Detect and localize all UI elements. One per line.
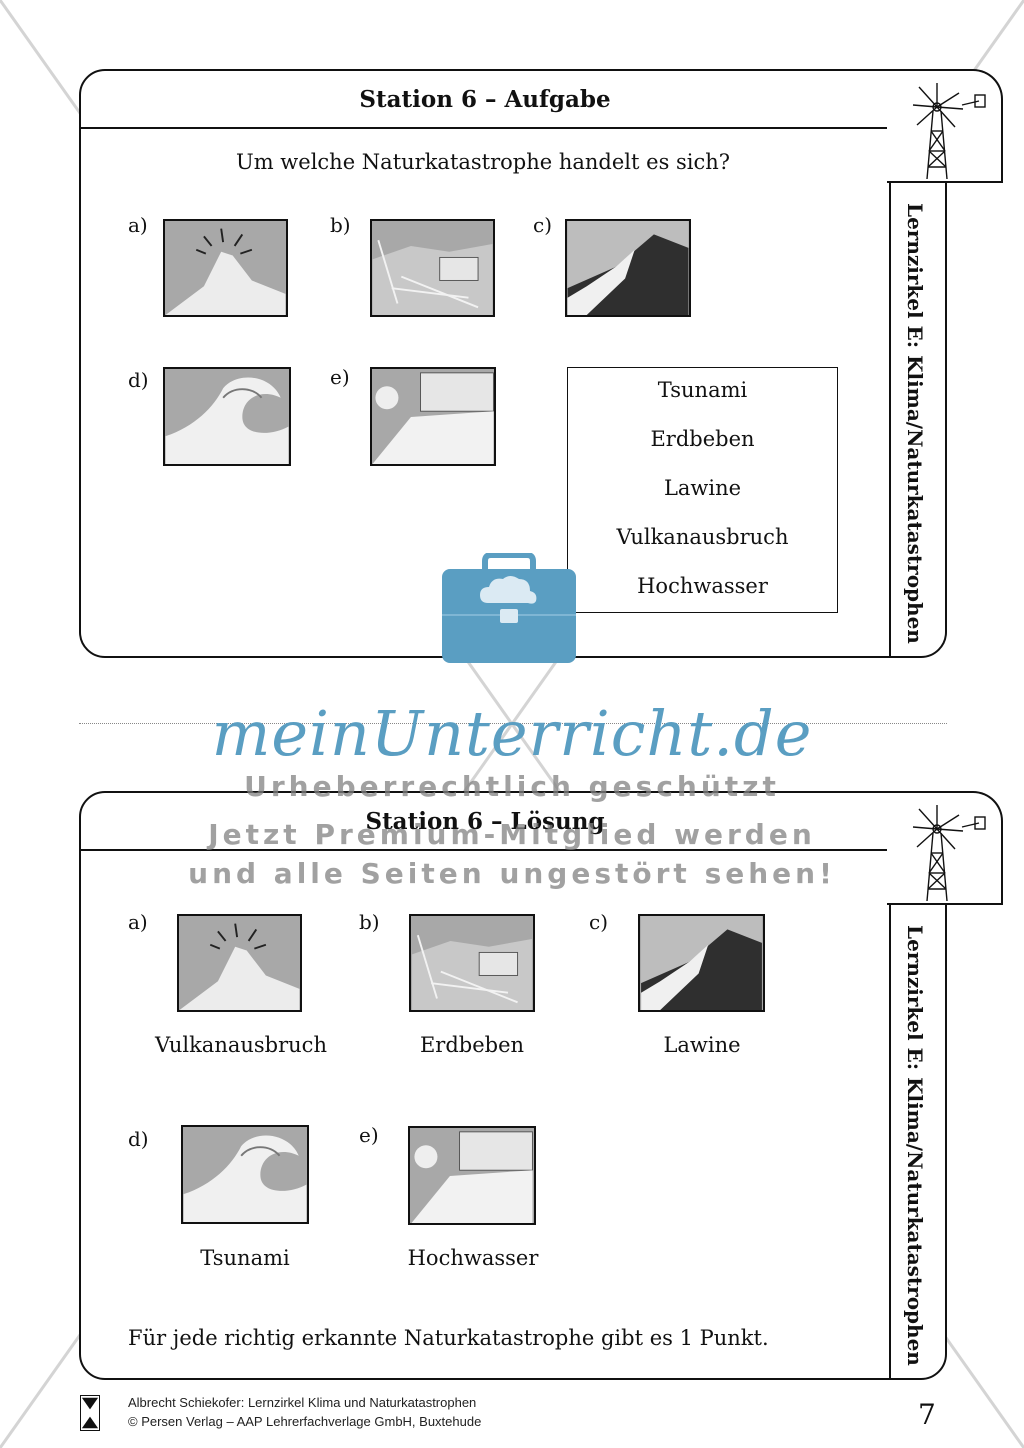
wave-image	[181, 1125, 309, 1224]
volcano-image	[177, 914, 302, 1012]
watermark-line-2: Jetzt Premium-Mitglied werden	[208, 818, 816, 851]
answer-c: Lawine	[663, 1033, 741, 1057]
footer-line-2: © Persen Verlag – AAP Lehrerfachverlage …	[128, 1414, 482, 1429]
word-erdbeben: Erdbeben	[650, 427, 755, 451]
windmill-tab	[887, 69, 1003, 183]
watermark-line-1: Urheberrechtlich geschützt	[244, 770, 780, 803]
item-label-a: a)	[128, 213, 148, 237]
side-divider	[889, 793, 891, 1378]
scoring-note: Für jede richtig erkannte Naturkatastrop…	[128, 1326, 769, 1350]
question-text: Um welche Naturkatastrophe handelt es si…	[236, 150, 731, 174]
windmill-icon	[912, 83, 986, 180]
solution-side-label: Lernzirkel E: Klima/Naturkatastrophen	[903, 925, 927, 1366]
word-vulkanausbruch: Vulkanausbruch	[616, 525, 789, 549]
windmill-tab	[887, 791, 1003, 905]
footer-line-1: Albrecht Schiekofer: Lernzirkel Klima un…	[128, 1395, 477, 1410]
solution-label-d: d)	[128, 1127, 149, 1151]
briefcase-icon	[442, 553, 576, 663]
side-divider	[889, 71, 891, 656]
item-label-e: e)	[330, 365, 350, 389]
task-side-label: Lernzirkel E: Klima/Naturkatastrophen	[903, 203, 927, 644]
avalanche-image	[565, 219, 691, 317]
wave-image	[163, 367, 291, 466]
word-lawine: Lawine	[663, 476, 742, 500]
cut-line	[79, 723, 947, 724]
volcano-image	[163, 219, 288, 317]
solution-label-a: a)	[128, 910, 148, 934]
item-label-b: b)	[330, 213, 351, 237]
word-tsunami: Tsunami	[657, 378, 748, 402]
earthquake-image	[370, 219, 495, 317]
solution-card-title: Station 6 – Lösung	[81, 793, 889, 851]
windmill-icon	[912, 805, 986, 902]
word-box: Tsunami Erdbeben Lawine Vulkanausbruch H…	[567, 367, 838, 613]
persen-logo	[80, 1395, 100, 1431]
item-label-d: d)	[128, 368, 149, 392]
page-number: 7	[918, 1398, 936, 1431]
brand-watermark: meinUnterricht.de	[211, 697, 813, 770]
task-card-title: Station 6 – Aufgabe	[81, 71, 889, 129]
flood-image	[370, 367, 496, 466]
task-card: Station 6 – Aufgabe Lernzirkel E: Klima/…	[79, 69, 947, 658]
flood-image	[408, 1126, 536, 1225]
answer-e: Hochwasser	[407, 1246, 539, 1270]
item-label-c: c)	[533, 213, 553, 237]
solution-label-b: b)	[359, 910, 380, 934]
solution-label-c: c)	[589, 910, 609, 934]
solution-card: Station 6 – Lösung Lernzirkel E: Klima/N…	[79, 791, 947, 1380]
answer-b: Erdbeben	[419, 1033, 525, 1057]
watermark-line-3: und alle Seiten ungestört sehen!	[188, 857, 836, 890]
word-hochwasser: Hochwasser	[637, 574, 768, 598]
avalanche-image	[638, 914, 765, 1012]
earthquake-image	[409, 914, 535, 1012]
answer-a: Vulkanausbruch	[155, 1033, 327, 1057]
answer-d: Tsunami	[200, 1246, 290, 1270]
solution-label-e: e)	[359, 1123, 379, 1147]
